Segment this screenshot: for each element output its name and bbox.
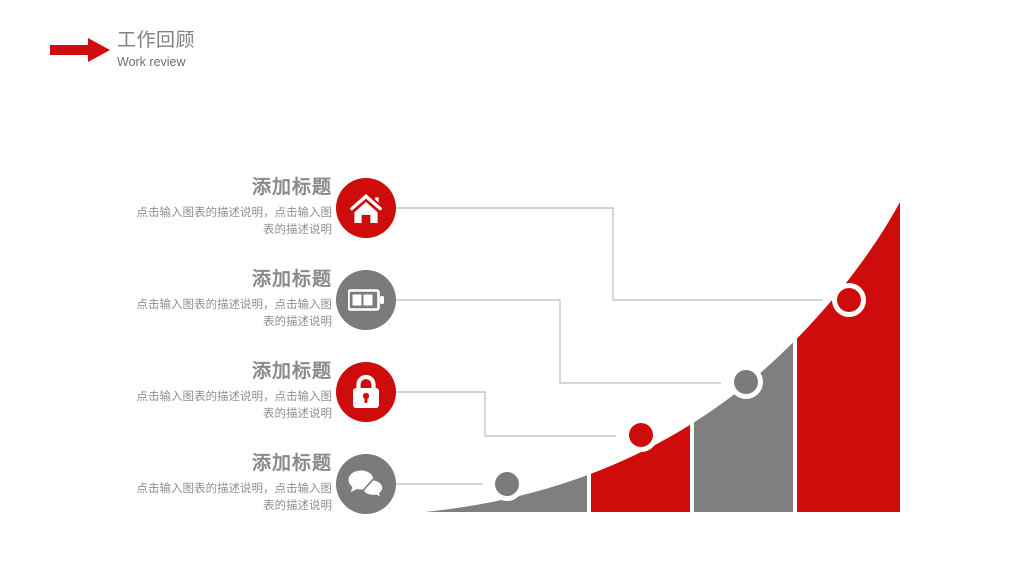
page-header: 工作回顾 Work review bbox=[0, 0, 1020, 90]
marker-dot-3[interactable] bbox=[734, 370, 758, 394]
connector-line-3 bbox=[389, 391, 616, 437]
connector-line-2 bbox=[389, 299, 721, 384]
battery-icon-badge[interactable] bbox=[336, 270, 396, 330]
area-segment-1 bbox=[425, 202, 587, 512]
content-row-3: 添加标题 点击输入图表的描述说明，点击输入图表的描述说明 bbox=[0, 360, 400, 452]
row-text-3: 添加标题 点击输入图表的描述说明，点击输入图表的描述说明 bbox=[122, 360, 333, 423]
content-row-2: 添加标题 点击输入图表的描述说明，点击输入图表的描述说明 bbox=[0, 268, 400, 360]
lock-icon bbox=[353, 375, 379, 408]
area-segment-2 bbox=[591, 202, 690, 512]
connector-lines bbox=[389, 207, 823, 485]
page-title: 工作回顾 bbox=[117, 30, 196, 51]
lock-icon-badge[interactable] bbox=[336, 362, 396, 422]
area-segment-3 bbox=[694, 202, 793, 512]
row-desc-4: 点击输入图表的描述说明，点击输入图表的描述说明 bbox=[136, 483, 333, 512]
marker-dot-1[interactable] bbox=[495, 472, 519, 496]
marker-ring-4 bbox=[832, 283, 866, 317]
marker-ring-2 bbox=[624, 418, 658, 452]
chart-markers bbox=[490, 283, 866, 501]
connector-line-1 bbox=[389, 207, 823, 301]
marker-dot-4[interactable] bbox=[837, 288, 861, 312]
content-row-1: 添加标题 点击输入图表的描述说明，点击输入图表的描述说明 bbox=[0, 176, 400, 268]
row-title-4: 添加标题 bbox=[251, 453, 332, 474]
row-desc-2: 点击输入图表的描述说明，点击输入图表的描述说明 bbox=[136, 299, 333, 328]
content-row-4: 添加标题 点击输入图表的描述说明，点击输入图表的描述说明 bbox=[0, 452, 400, 544]
marker-ring-3 bbox=[729, 365, 763, 399]
marker-dot-2[interactable] bbox=[629, 423, 653, 447]
chat-icon-badge[interactable] bbox=[336, 454, 396, 514]
right-arrow-icon bbox=[50, 38, 110, 62]
marker-ring-1 bbox=[490, 467, 524, 501]
page-subtitle: Work review bbox=[117, 55, 186, 69]
row-desc-1: 点击输入图表的描述说明，点击输入图表的描述说明 bbox=[136, 207, 333, 236]
home-icon bbox=[350, 193, 382, 223]
row-text-1: 添加标题 点击输入图表的描述说明，点击输入图表的描述说明 bbox=[122, 176, 333, 239]
row-text-2: 添加标题 点击输入图表的描述说明，点击输入图表的描述说明 bbox=[122, 268, 333, 331]
area-segment-4 bbox=[797, 202, 900, 512]
row-title-3: 添加标题 bbox=[251, 361, 332, 382]
row-text-4: 添加标题 点击输入图表的描述说明，点击输入图表的描述说明 bbox=[122, 452, 333, 515]
row-desc-3: 点击输入图表的描述说明，点击输入图表的描述说明 bbox=[136, 391, 333, 420]
header-text-block: 工作回顾 Work review bbox=[117, 30, 195, 70]
chat-icon bbox=[348, 470, 384, 499]
row-title-1: 添加标题 bbox=[251, 177, 332, 198]
home-icon-badge[interactable] bbox=[336, 178, 396, 238]
row-title-2: 添加标题 bbox=[251, 269, 332, 290]
battery-icon bbox=[348, 289, 384, 311]
